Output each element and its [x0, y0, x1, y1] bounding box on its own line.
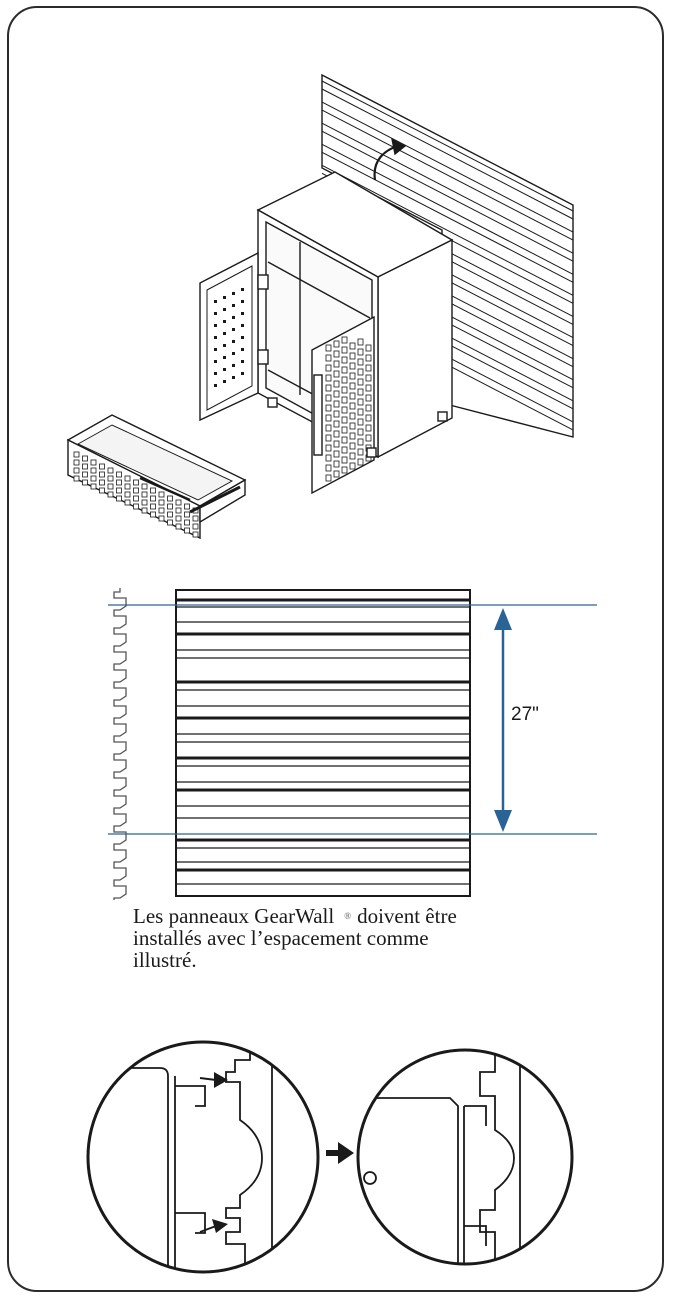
panel-spacing-diagram [108, 588, 597, 900]
caption-line-1: Les panneaux GearWall®doivent être [133, 904, 457, 928]
cabinet-slatwall-illustration [66, 73, 574, 540]
registered-mark: ® [344, 911, 352, 921]
dimension-label: 27" [511, 704, 539, 725]
caption-line-2: installés avec l’espacement comme [133, 926, 429, 950]
caption-line-3: illustré. [133, 948, 197, 972]
spacing-caption: Les panneaux GearWall®doivent être insta… [133, 905, 553, 971]
